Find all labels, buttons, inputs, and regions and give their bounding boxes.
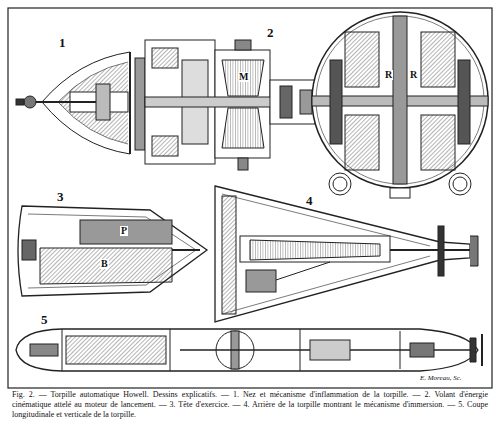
flywheel-figure-part <box>152 48 178 68</box>
figure-number: 2 <box>266 26 275 39</box>
plate-border <box>8 8 492 388</box>
figure-number: 4 <box>305 194 314 207</box>
figure-number: 1 <box>58 36 67 49</box>
nose-figure <box>16 52 130 154</box>
flywheel-figure-part <box>421 115 455 170</box>
rear-figure-part <box>438 226 444 276</box>
rear-figure-part <box>240 236 390 262</box>
longitudinal-section-figure-part <box>66 336 166 364</box>
rear-figure-part <box>222 196 236 314</box>
longitudinal-section-figure-part <box>62 329 63 371</box>
flywheel-figure-part <box>333 177 347 191</box>
engraver-signature: E. Moreau, Sc. <box>420 375 462 382</box>
exercise-head-figure-part <box>172 249 200 251</box>
nose-figure-part <box>96 84 110 120</box>
flywheel-figure-part <box>280 86 292 118</box>
flywheel-figure-part <box>458 60 470 144</box>
flywheel-figure-part <box>393 16 407 184</box>
part-letter: P <box>120 226 128 236</box>
flywheel-figure-part <box>222 60 264 96</box>
flywheel-figure-part <box>390 188 410 198</box>
flywheel-figure-part <box>453 177 467 191</box>
rear-figure-part <box>215 186 470 322</box>
figure-number: 3 <box>56 190 65 203</box>
flywheel-figure-part <box>300 90 312 114</box>
exercise-head-figure <box>18 206 207 296</box>
exercise-head-figure-part <box>40 248 172 284</box>
rear-figure-part <box>470 236 478 266</box>
longitudinal-section-figure-part <box>16 329 478 371</box>
rear-figure <box>215 186 478 322</box>
flywheel-figure-part <box>238 158 248 170</box>
flywheel-figure-part <box>330 60 342 144</box>
flywheel-figure-part <box>345 115 379 170</box>
nose-figure-part <box>129 52 131 154</box>
longitudinal-section-figure <box>16 329 482 371</box>
longitudinal-section-figure-part <box>310 340 350 360</box>
exercise-head-figure-part <box>18 206 207 296</box>
rear-figure-part <box>246 270 276 292</box>
longitudinal-section-figure-part <box>481 334 483 366</box>
longitudinal-section-figure-part <box>410 343 434 357</box>
part-letter: B <box>100 259 109 269</box>
flywheel-figure-part <box>329 173 351 195</box>
rear-figure-part <box>222 194 430 314</box>
flywheel-figure-part <box>316 16 484 184</box>
exercise-head-figure-part <box>22 240 36 260</box>
flywheel-figure-part <box>421 32 455 87</box>
part-letter: M <box>238 72 249 82</box>
flywheel-figure-part <box>152 136 178 156</box>
part-letter: R <box>384 70 393 80</box>
nose-figure-part <box>24 96 36 108</box>
exercise-head-figure-part <box>28 214 196 288</box>
flywheel-figure-part <box>135 58 145 150</box>
flywheel-figure-part <box>270 80 315 124</box>
longitudinal-section-figure-part <box>170 329 171 371</box>
figure-caption: Fig. 2. — Torpille automatique Howell. D… <box>12 390 488 420</box>
flywheel-figure-part <box>312 12 488 188</box>
nose-figure-part <box>16 99 24 105</box>
flywheel-figure <box>135 12 488 198</box>
flywheel-figure-part <box>235 40 251 50</box>
torpedo-engraving-part <box>8 8 492 388</box>
longitudinal-section-figure-part <box>470 338 476 362</box>
flywheel-figure-part <box>222 108 264 148</box>
figure-number: 5 <box>40 313 49 326</box>
exercise-head-figure-part <box>80 220 172 244</box>
rear-figure-part <box>250 240 380 260</box>
rear-figure-part <box>390 249 470 251</box>
part-letter: R <box>409 70 418 80</box>
flywheel-figure-part <box>345 32 379 87</box>
flywheel-figure-part <box>449 173 471 195</box>
longitudinal-section-figure-part <box>30 344 58 356</box>
rear-figure-part <box>276 262 330 280</box>
